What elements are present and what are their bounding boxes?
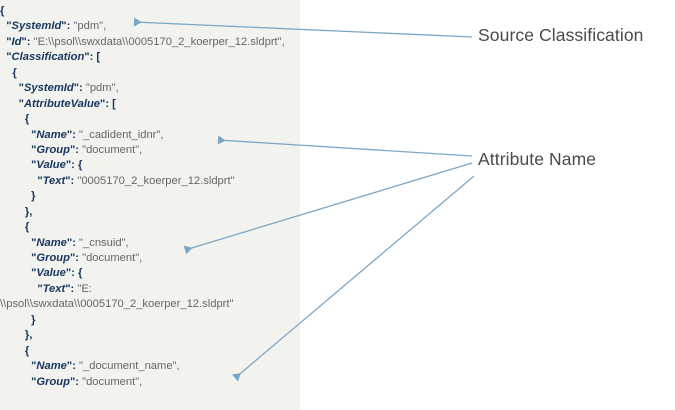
json-value: {: [74, 267, 83, 280]
json-line: "Name": "_document_name",: [31, 360, 180, 373]
annotation-label-attribute-name: Attribute Name: [478, 149, 597, 169]
json-line: "Group": "document",: [31, 252, 143, 264]
annotation-label-source-classification: Source Classification: [478, 25, 644, 45]
json-token: },: [0, 205, 33, 218]
json-key: AttributeValue: [23, 97, 101, 110]
json-key: SystemId: [23, 82, 74, 95]
json-token: }: [0, 313, 36, 326]
json-token: },: [0, 329, 33, 342]
json-line: "Value": {: [31, 267, 83, 280]
json-key: Name: [36, 128, 67, 141]
json-value: {: [74, 159, 83, 172]
json-value: "_cnsuid",: [75, 236, 129, 249]
json-line: }: [0, 189, 300, 204]
json-value: "_document_name",: [75, 360, 180, 373]
json-value: [: [93, 51, 101, 64]
json-value: "0005170_2_koerper_12.sldprt": [74, 174, 235, 187]
json-line: "Text": "0005170_2_koerper_12.sldprt": [37, 174, 235, 187]
json-line: "Group": "document",: [31, 143, 143, 156]
json-token: {: [0, 113, 30, 126]
json-line: }: [0, 313, 300, 328]
json-token: {: [0, 221, 30, 234]
json-value: "pdm",: [82, 82, 119, 95]
json-token: }: [0, 190, 36, 203]
json-line: "Name": "_cnsuid",: [31, 236, 129, 249]
json-value: "E:: [74, 282, 92, 295]
json-line: },: [0, 205, 300, 220]
json-line: "Classification": [: [6, 51, 101, 64]
json-line: {: [0, 66, 300, 81]
json-value: "pdm",: [70, 20, 107, 33]
json-token: {: [0, 66, 17, 79]
json-key: Id: [11, 35, 22, 48]
json-line: "Group": "document",: [31, 375, 143, 388]
json-key: SystemId: [11, 20, 62, 33]
json-line: {: [0, 220, 300, 235]
json-value: "document",: [79, 375, 143, 388]
json-line: {: [0, 4, 300, 19]
json-key: Value: [36, 267, 66, 280]
json-code-text[interactable]: { "SystemId": "pdm", "Id": "E:\\psol\\sw…: [0, 4, 300, 390]
json-line: "AttributeValue": [: [18, 97, 116, 110]
json-key: Group: [36, 252, 70, 264]
json-value: [: [109, 97, 116, 110]
json-line: "Name": "_cadident_idnr",: [31, 128, 164, 141]
json-line: "Id": "E:\\psol\\swxdata\\0005170_2_koer…: [6, 35, 285, 48]
json-token: {: [0, 5, 5, 17]
json-key: Text: [42, 174, 66, 187]
json-key: Name: [36, 236, 67, 249]
json-line: \\psol\\swxdata\\0005170_2_koerper_12.sl…: [0, 297, 300, 312]
json-value: "_cadident_idnr",: [75, 128, 164, 141]
json-key: Group: [36, 375, 70, 388]
json-key: Group: [36, 143, 70, 156]
json-value: "document",: [79, 252, 143, 264]
json-line: "SystemId": "pdm",: [6, 20, 107, 33]
json-key: Text: [42, 282, 66, 295]
json-key: Name: [36, 360, 67, 373]
json-line: "Text": "E:: [37, 282, 92, 295]
json-key: Classification: [11, 51, 85, 64]
json-line: },: [0, 328, 300, 343]
json-key: Value: [36, 159, 66, 172]
json-line: {: [0, 344, 300, 359]
json-line: {: [0, 112, 300, 127]
json-token: {: [0, 344, 30, 357]
json-value: "document",: [79, 143, 143, 156]
json-value: "E:\\psol\\swxdata\\0005170_2_koerper_12…: [30, 35, 285, 48]
json-token: \\psol\\swxdata\\0005170_2_koerper_12.sl…: [0, 298, 234, 311]
json-line: "Value": {: [31, 159, 83, 172]
json-line: "SystemId": "pdm",: [18, 82, 119, 95]
